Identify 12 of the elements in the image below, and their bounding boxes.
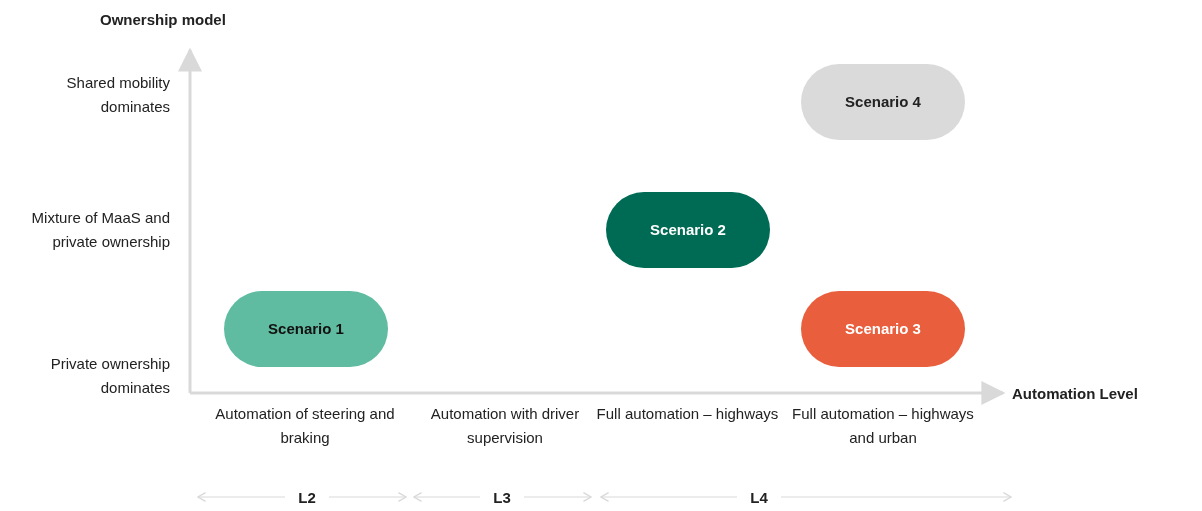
scenario-pill: Scenario 4 bbox=[801, 64, 965, 140]
axis-title: Automation Level bbox=[1012, 384, 1139, 404]
axis-category-label: Full automation – highways bbox=[595, 404, 780, 424]
axis-category-label: Mixture of MaaS and private ownership bbox=[30, 208, 170, 252]
scenario-pill: Scenario 2 bbox=[606, 192, 770, 268]
axis-category-label: Shared mobility dominates bbox=[65, 73, 170, 117]
scenario-pill: Scenario 3 bbox=[801, 291, 965, 367]
scenario-pill: Scenario 1 bbox=[224, 291, 388, 367]
axis-title: Ownership model bbox=[100, 10, 227, 30]
axis-category-label: Full automation – highways and urban bbox=[791, 404, 975, 448]
axis-category-label: Automation of steering and braking bbox=[214, 404, 396, 448]
axis-category-label: Private ownership dominates bbox=[49, 354, 170, 398]
